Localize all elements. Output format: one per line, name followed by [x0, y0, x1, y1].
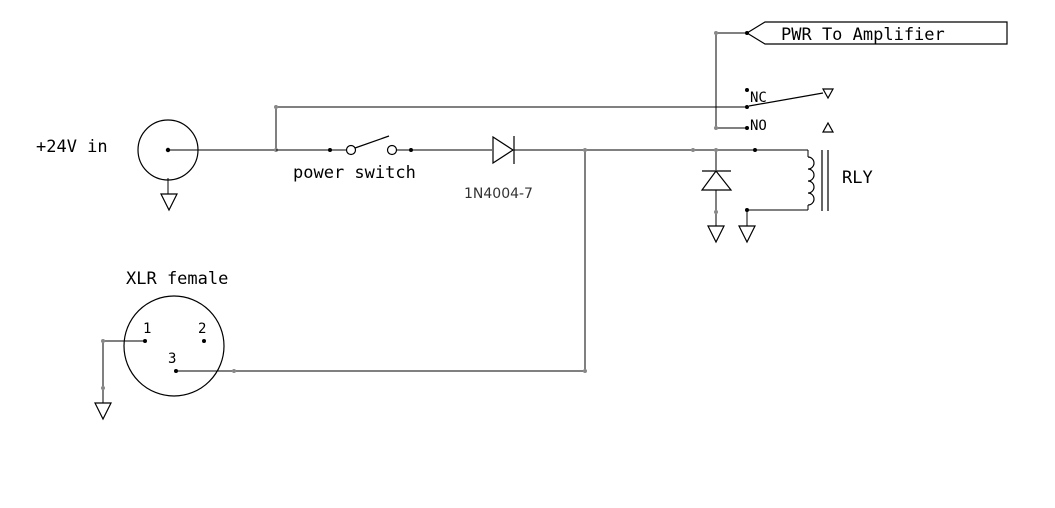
- xlr-pin2-label: 2: [198, 321, 206, 337]
- input-label: +24V in: [36, 137, 108, 157]
- relay-contacts: [745, 88, 835, 133]
- dc-input-jack: [137, 119, 276, 194]
- xlr-connector: [94, 295, 225, 421]
- power-switch: [276, 135, 492, 156]
- relay-no-label: NO: [750, 118, 767, 134]
- switch-label: power switch: [293, 163, 416, 183]
- xlr-pin3-label: 3: [168, 351, 176, 367]
- relay-label: RLY: [842, 168, 873, 188]
- xlr-pin1-label: 1: [143, 321, 151, 337]
- output-port: [745, 21, 1008, 45]
- connector-label: XLR female: [126, 269, 228, 289]
- relay-coil: [738, 148, 829, 244]
- relay-nc-label: NC: [750, 90, 767, 106]
- output-wire: [714, 31, 749, 130]
- relay-common-wire: [274, 105, 747, 152]
- ground-symbol-jack: [160, 193, 178, 212]
- output-label: PWR To Amplifier: [781, 25, 945, 45]
- flyback-diode: [691, 148, 733, 244]
- diode-part-label: 1N4004-7: [464, 186, 533, 202]
- xlr-feed-wire: [176, 148, 587, 373]
